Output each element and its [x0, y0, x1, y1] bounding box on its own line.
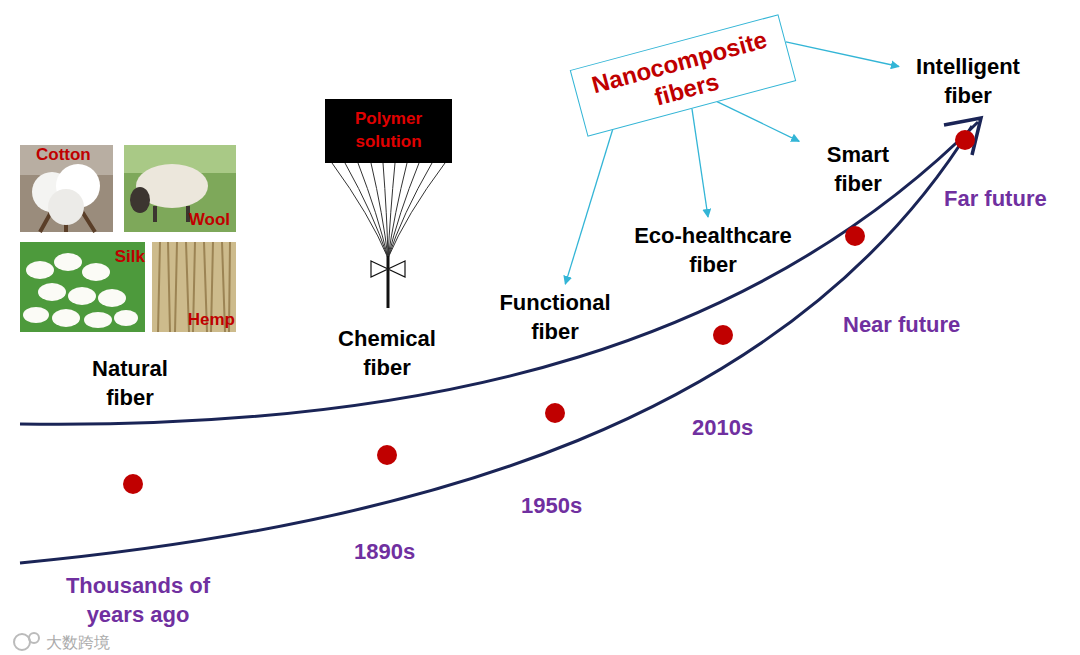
era-date: 1950s	[521, 492, 611, 521]
pointer-arrow	[565, 130, 612, 284]
era-date: Far future	[944, 185, 1074, 214]
timeline-dot	[123, 474, 143, 494]
era-date: 2010s	[692, 414, 782, 443]
filament	[345, 163, 388, 258]
bobbin-symbol	[371, 261, 405, 277]
lower-curve	[20, 126, 972, 563]
upper-curve	[20, 122, 978, 424]
cocoon	[114, 310, 138, 326]
cocoon	[98, 289, 126, 307]
hemp-photo: Hemp	[152, 242, 236, 332]
solution-box: Polymer solution	[325, 99, 452, 163]
node-text: Cotton	[36, 146, 91, 165]
cocoon	[26, 261, 54, 279]
pointer-arrow	[692, 108, 708, 217]
era-label: Smart fiber	[801, 138, 915, 201]
era-date: Thousands of years ago	[38, 572, 238, 629]
node-text: Nanocomposite fibers	[582, 23, 784, 127]
filament	[332, 163, 388, 258]
timeline-dot	[955, 130, 975, 150]
arrowhead	[944, 118, 981, 155]
node-text: Silk	[115, 248, 145, 267]
node-text: Hemp	[188, 311, 235, 330]
sheep-head	[130, 187, 150, 213]
filament	[388, 163, 407, 258]
node-text: Intelligent fiber	[905, 53, 1031, 110]
filament	[358, 163, 388, 258]
node-text: Functional fiber	[487, 289, 623, 346]
silk-photo: Silk	[20, 242, 145, 332]
node-text: Smart fiber	[805, 141, 911, 198]
node-text: Natural fiber	[72, 355, 188, 412]
wool-photo	[124, 145, 236, 232]
timeline-dot	[545, 403, 565, 423]
node-text: Eco-healthcare fiber	[615, 222, 811, 279]
hemp-photo	[152, 242, 236, 332]
cotton-photo	[20, 145, 113, 232]
cocoon	[38, 283, 66, 301]
timeline-dot	[713, 325, 733, 345]
node-text: Polymer solution	[333, 108, 444, 154]
cocoon	[52, 309, 80, 327]
era-label: Intelligent fiber	[901, 50, 1035, 113]
timeline-dot	[845, 226, 865, 246]
cotton-photo: Cotton	[20, 145, 113, 232]
node-text: Wool	[189, 211, 230, 230]
pointer-arrow	[717, 102, 799, 142]
filament	[371, 163, 388, 258]
cocoon	[54, 253, 82, 271]
era-date: 1890s	[354, 538, 444, 567]
wool-photo: Wool	[124, 145, 236, 232]
category-box: Nanocomposite fibers	[570, 14, 797, 137]
pointer-arrow	[786, 42, 899, 67]
era-label: Chemical fiber	[320, 322, 454, 385]
era-label: Functional fiber	[483, 286, 627, 349]
sheep-legs	[155, 206, 188, 222]
era-date: Near future	[843, 311, 1003, 340]
filament	[383, 163, 388, 258]
watermark-logo	[14, 634, 30, 650]
cocoon	[82, 263, 110, 281]
spinneret-fan	[332, 163, 445, 258]
node-text: Chemical fiber	[324, 325, 450, 382]
filament	[388, 163, 445, 258]
cocoon	[23, 307, 49, 323]
cocoon	[68, 287, 96, 305]
era-label: Eco-healthcare fiber	[611, 219, 815, 282]
timeline-dot	[377, 445, 397, 465]
watermark: 大数跨境	[46, 633, 166, 654]
fiber-line	[387, 256, 390, 308]
cotton-boll	[48, 189, 84, 225]
watermark-logo	[29, 633, 39, 643]
silk-photo	[20, 242, 145, 332]
era-label: Natural fiber	[68, 352, 192, 415]
cocoon	[84, 312, 112, 328]
